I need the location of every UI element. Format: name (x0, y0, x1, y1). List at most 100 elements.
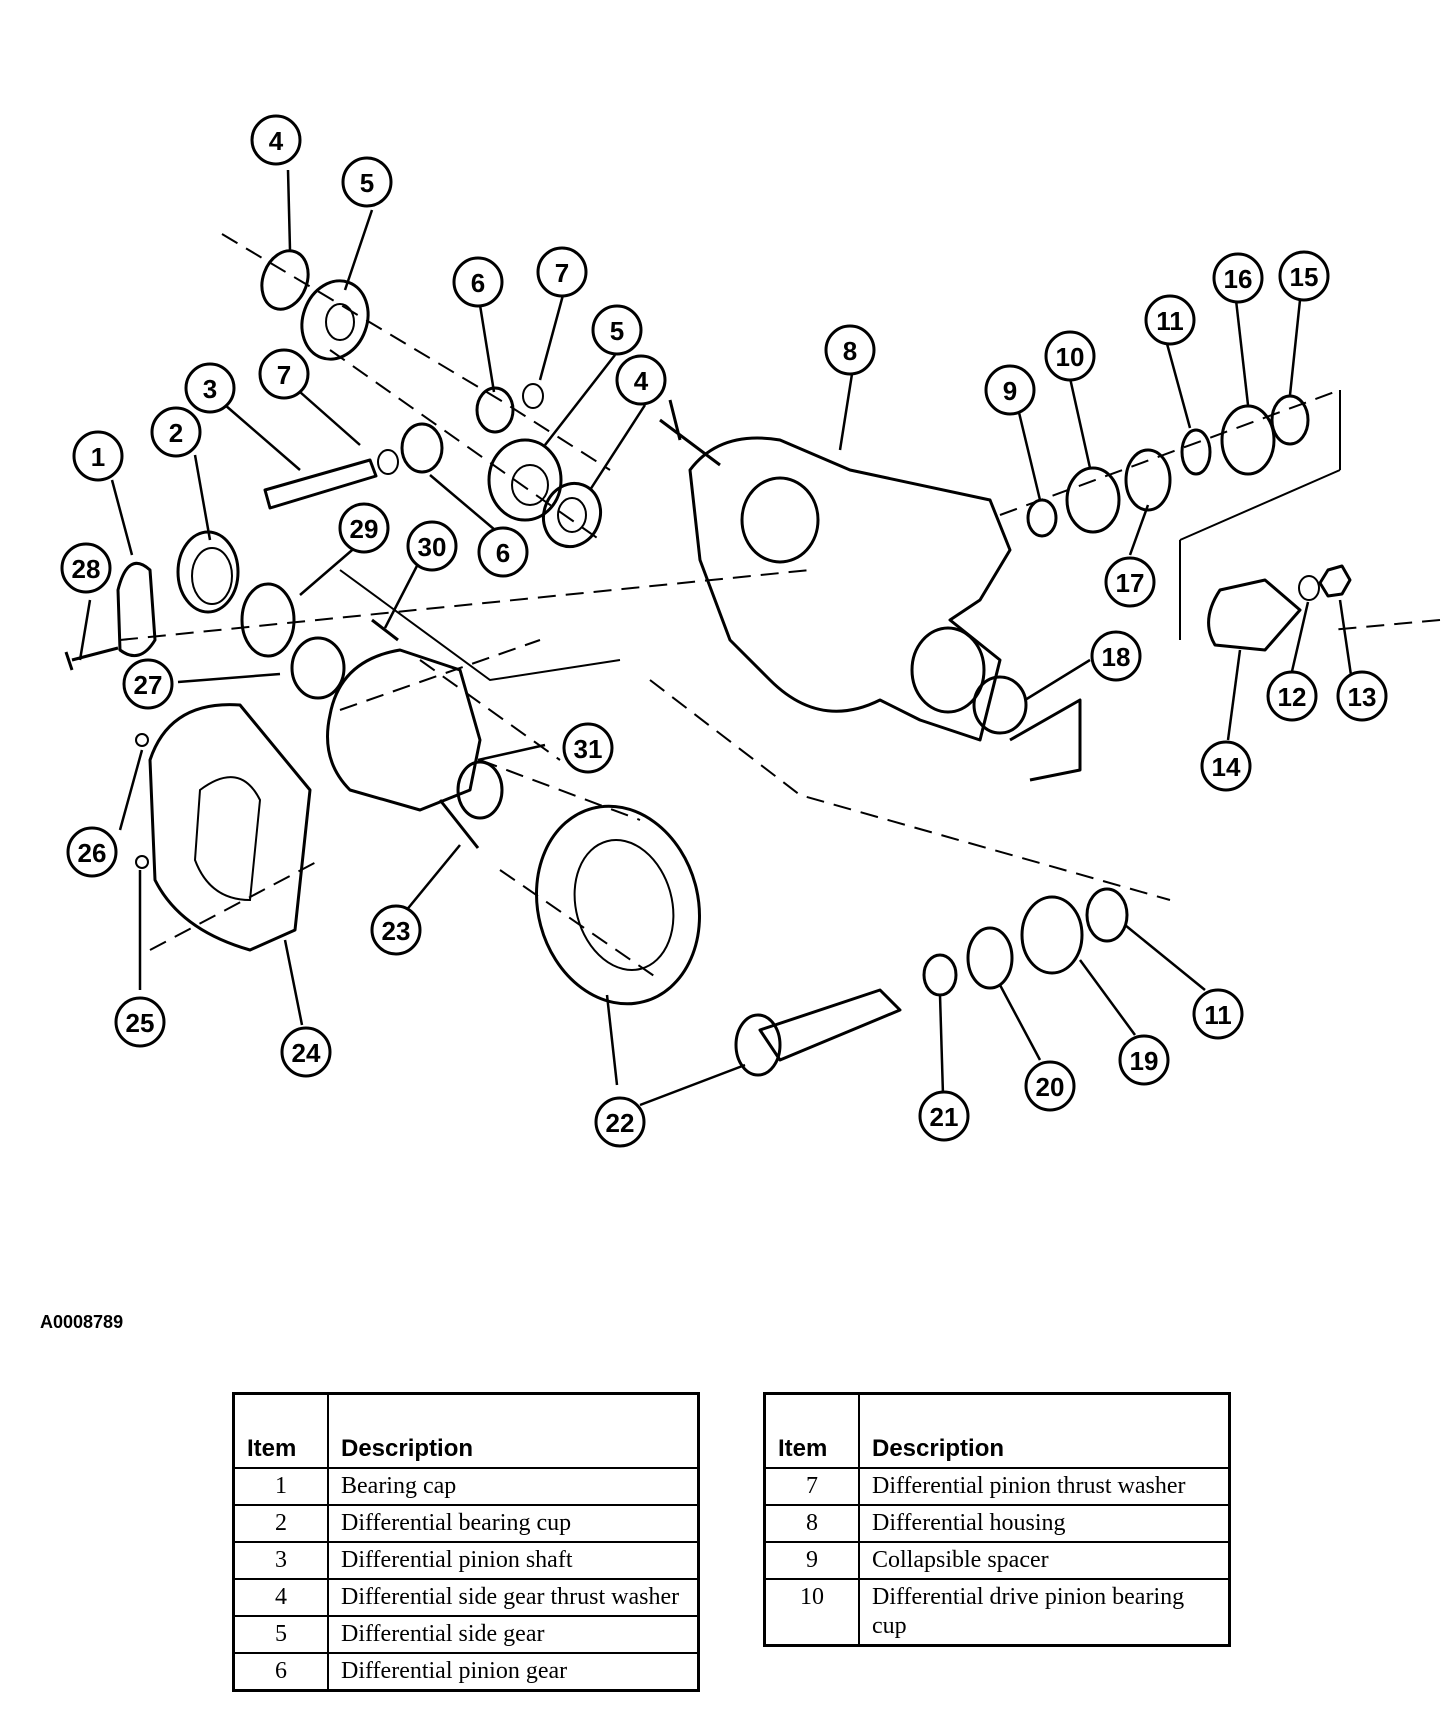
callout-20: 20 (1024, 1060, 1076, 1112)
callout-29: 29 (338, 502, 390, 554)
callout-16: 16 (1212, 252, 1264, 304)
svg-text:4: 4 (269, 126, 284, 156)
table-row: 9 Collapsible spacer (763, 1541, 1231, 1580)
svg-text:20: 20 (1036, 1072, 1065, 1102)
svg-text:5: 5 (610, 316, 624, 346)
item-description: Differential bearing cup (327, 1504, 700, 1543)
callout-15: 15 (1278, 250, 1330, 302)
table-row: 7 Differential pinion thrust washer (763, 1467, 1231, 1506)
svg-text:11: 11 (1204, 1000, 1232, 1030)
callout-8: 8 (824, 324, 876, 376)
callout-5: 5 (591, 304, 643, 356)
callout-1: 1 (72, 430, 124, 482)
item-number: 1 (232, 1467, 329, 1506)
svg-text:21: 21 (930, 1102, 959, 1132)
callout-18: 18 (1090, 630, 1142, 682)
callout-24: 24 (280, 1026, 332, 1078)
item-number: 7 (763, 1467, 860, 1506)
svg-text:6: 6 (496, 538, 510, 568)
svg-text:11: 11 (1156, 306, 1184, 336)
legend-table-left: Item Description 1 Bearing cap 2 Differe… (232, 1392, 700, 1692)
callout-5: 5 (341, 156, 393, 208)
callout-12: 12 (1266, 670, 1318, 722)
item-number: 10 (763, 1578, 860, 1647)
table-row: 1 Bearing cap (232, 1467, 700, 1506)
svg-text:4: 4 (634, 366, 649, 396)
svg-text:27: 27 (134, 670, 163, 700)
item-number: 9 (763, 1541, 860, 1580)
table-header-row: Item Description (232, 1392, 700, 1469)
callout-25: 25 (114, 996, 166, 1048)
table-row: 10 Differential drive pinion bearing cup (763, 1578, 1231, 1647)
callout-7: 7 (258, 348, 310, 400)
svg-text:19: 19 (1130, 1046, 1159, 1076)
callout-4: 4 (615, 354, 667, 406)
column-header-item: Item (763, 1392, 860, 1469)
svg-text:3: 3 (203, 374, 217, 404)
table-row: 2 Differential bearing cup (232, 1504, 700, 1543)
table-header-row: Item Description (763, 1392, 1231, 1469)
item-description: Differential drive pinion bearing cup (858, 1578, 1231, 1647)
item-number: 6 (232, 1652, 329, 1692)
item-description: Bearing cap (327, 1467, 700, 1506)
callout-22: 22 (594, 1096, 646, 1148)
svg-text:24: 24 (292, 1038, 321, 1068)
callout-28: 28 (60, 542, 112, 594)
callout-14: 14 (1200, 740, 1252, 792)
svg-text:1: 1 (91, 442, 105, 472)
svg-text:22: 22 (606, 1108, 635, 1138)
callout-6: 6 (477, 526, 529, 578)
svg-text:15: 15 (1290, 262, 1319, 292)
callout-2: 2 (150, 406, 202, 458)
callout-17: 17 (1104, 556, 1156, 608)
callout-7: 7 (536, 246, 588, 298)
callout-26: 26 (66, 826, 118, 878)
svg-text:5: 5 (360, 168, 374, 198)
svg-text:13: 13 (1348, 682, 1377, 712)
callout-23: 23 (370, 904, 422, 956)
item-number: 2 (232, 1504, 329, 1543)
table-row: 8 Differential housing (763, 1504, 1231, 1543)
item-number: 5 (232, 1615, 329, 1654)
callout-30: 30 (406, 520, 458, 572)
svg-text:2: 2 (169, 418, 183, 448)
svg-text:16: 16 (1224, 264, 1253, 294)
item-description: Differential side gear (327, 1615, 700, 1654)
callout-11: 11 (1192, 988, 1244, 1040)
callout-6: 6 (452, 256, 504, 308)
svg-text:6: 6 (471, 268, 485, 298)
column-header-item: Item (232, 1392, 329, 1469)
table-row: 4 Differential side gear thrust washer (232, 1578, 700, 1617)
callout-19: 19 (1118, 1034, 1170, 1086)
parts (64, 249, 1352, 1077)
svg-text:14: 14 (1212, 752, 1241, 782)
column-header-description: Description (858, 1392, 1231, 1469)
svg-text:29: 29 (350, 514, 379, 544)
item-description: Differential pinion gear (327, 1652, 700, 1692)
svg-text:28: 28 (72, 554, 101, 584)
item-number: 8 (763, 1504, 860, 1543)
callout-21: 21 (918, 1090, 970, 1142)
item-description: Differential side gear thrust washer (327, 1578, 700, 1617)
callout-13: 13 (1336, 670, 1388, 722)
callout-9: 9 (984, 364, 1036, 416)
svg-text:8: 8 (843, 336, 857, 366)
item-number: 4 (232, 1578, 329, 1617)
legend-table-right: Item Description 7 Differential pinion t… (763, 1392, 1231, 1647)
item-description: Differential pinion shaft (327, 1541, 700, 1580)
figure-id: A0008789 (40, 1312, 124, 1332)
item-description: Differential housing (858, 1504, 1231, 1543)
callout-10: 10 (1044, 330, 1096, 382)
item-description: Differential pinion thrust washer (858, 1467, 1231, 1506)
callout-27: 27 (122, 658, 174, 710)
svg-text:30: 30 (418, 532, 447, 562)
svg-text:25: 25 (126, 1008, 155, 1038)
item-description: Collapsible spacer (858, 1541, 1231, 1580)
callout-4: 4 (250, 114, 302, 166)
table-row: 6 Differential pinion gear (232, 1652, 700, 1692)
svg-text:7: 7 (555, 258, 569, 288)
column-header-description: Description (327, 1392, 700, 1469)
item-number: 3 (232, 1541, 329, 1580)
svg-text:23: 23 (382, 916, 411, 946)
exploded-parts-diagram: 1 2 3 4 4 5 5 6 6 6 7 7 8 9 10 11 11 12 … (60, 114, 1441, 1148)
